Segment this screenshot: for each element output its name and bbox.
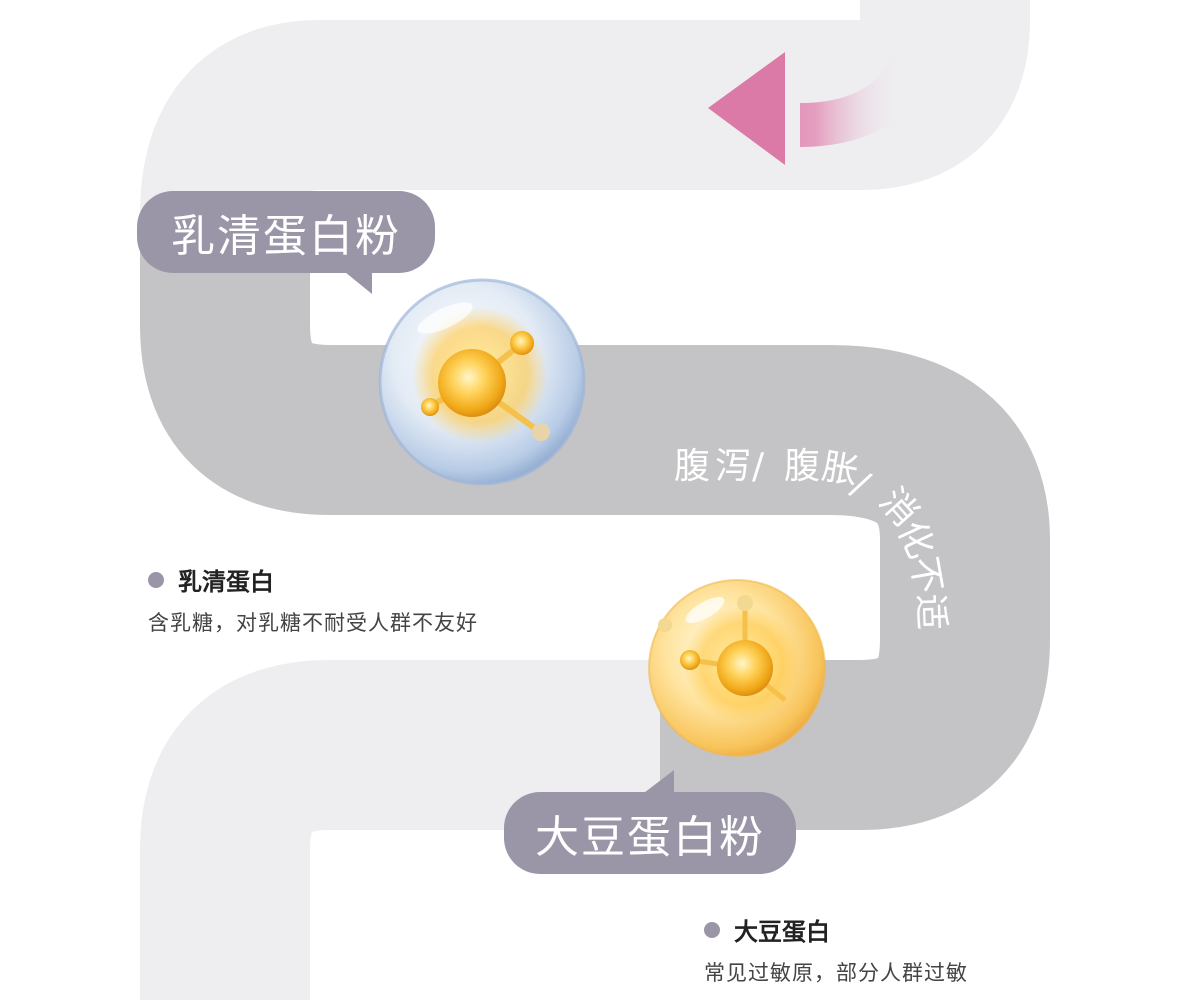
symptom-char: 腹 bbox=[674, 446, 711, 487]
soy-label-tail bbox=[640, 770, 674, 796]
whey-info-title-row: 乳清蛋白 bbox=[148, 562, 478, 597]
bullet-dot bbox=[704, 921, 720, 938]
symptom-char: 适 bbox=[909, 593, 952, 631]
arrow-icon bbox=[708, 52, 930, 165]
soy-info: 大豆蛋白 常见过敏原，部分人群过敏 bbox=[704, 912, 968, 987]
soy-info-title: 大豆蛋白 bbox=[734, 918, 830, 946]
soy-info-title-row: 大豆蛋白 bbox=[704, 912, 968, 947]
whey-powder-text: 乳清蛋白粉 bbox=[171, 211, 401, 262]
whey-powder-label: 乳清蛋白粉 bbox=[137, 191, 435, 273]
soy-molecule-icon bbox=[648, 579, 826, 757]
whey-info-title: 乳清蛋白 bbox=[178, 568, 274, 596]
soy-powder-text: 大豆蛋白粉 bbox=[535, 812, 765, 863]
whey-molecule-icon bbox=[378, 278, 586, 486]
bullet-dot bbox=[148, 571, 164, 588]
symptom-char: 腹 bbox=[784, 446, 821, 487]
whey-label-tail bbox=[340, 268, 372, 294]
soy-powder-label: 大豆蛋白粉 bbox=[504, 792, 796, 874]
whey-info-description: 含乳糖，对乳糖不耐受人群不友好 bbox=[148, 611, 478, 635]
soy-info-description: 常见过敏原，部分人群过敏 bbox=[704, 961, 968, 985]
symptom-char: 不 bbox=[902, 553, 949, 597]
symptom-char: / bbox=[752, 446, 765, 487]
whey-info: 乳清蛋白 含乳糖，对乳糖不耐受人群不友好 bbox=[148, 562, 478, 637]
symptom-char: 泻 bbox=[715, 446, 752, 487]
